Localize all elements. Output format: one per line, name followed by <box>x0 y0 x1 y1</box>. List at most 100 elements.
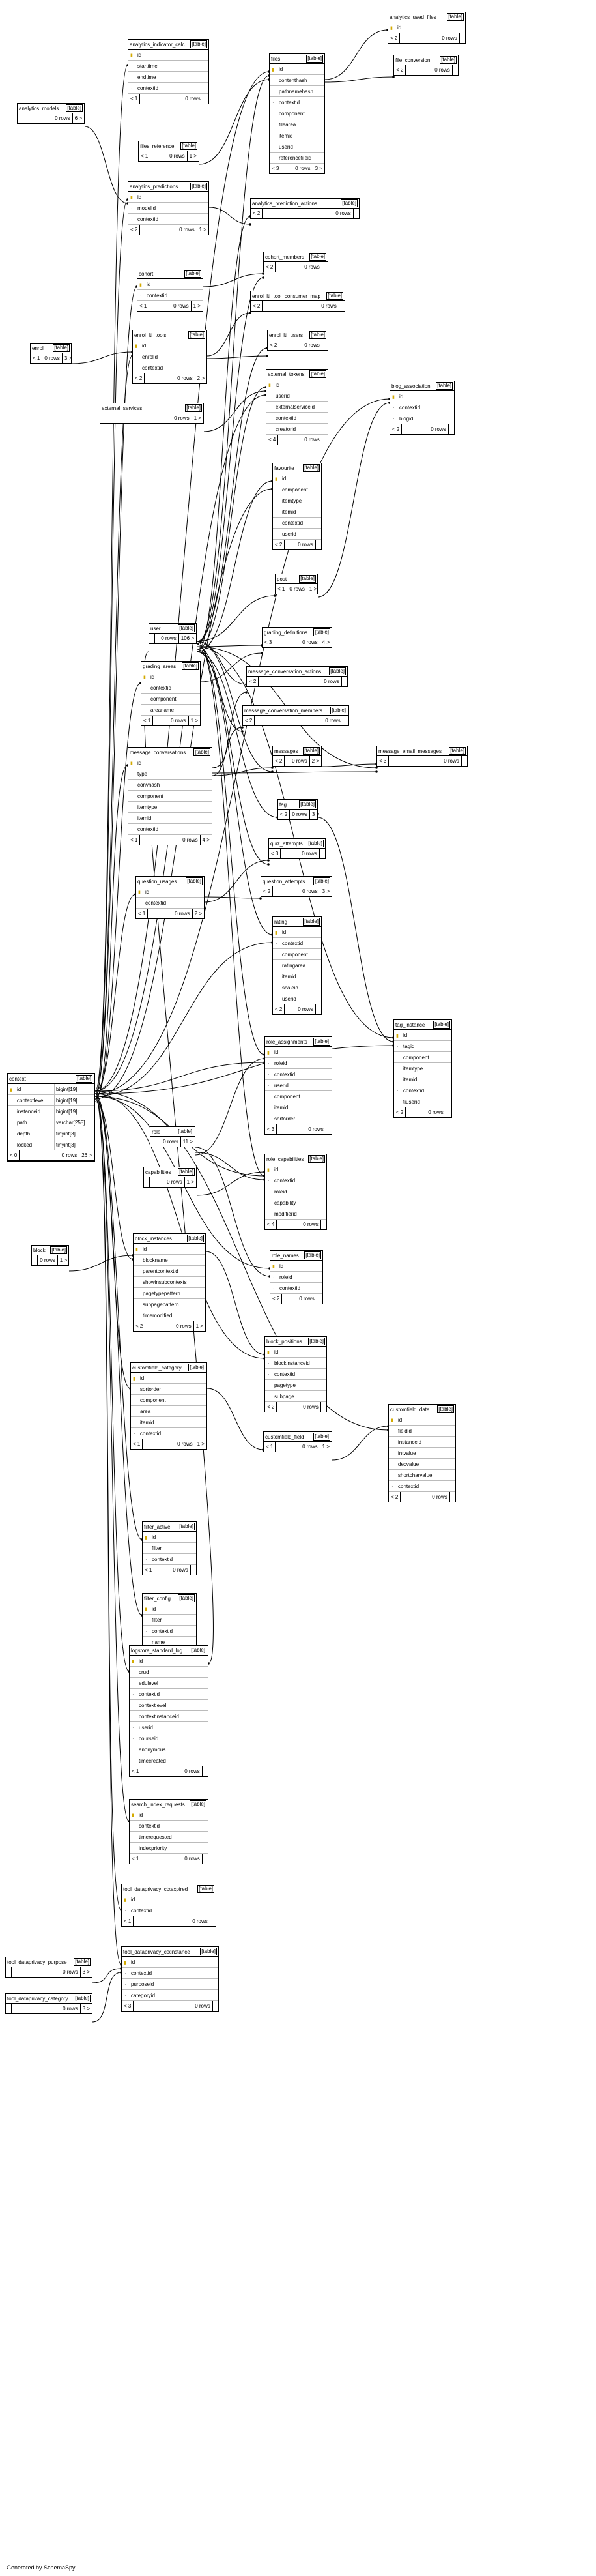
table-tool-dataprivacy-ctxinstance[interactable]: tool_dataprivacy_ctxinstance[table]▮id·c… <box>121 1946 219 2012</box>
column-row[interactable]: subpagepattern <box>134 1299 205 1310</box>
children-link[interactable] <box>342 677 347 686</box>
parents-link[interactable]: < 1 <box>128 94 141 104</box>
column-row[interactable]: component <box>131 1395 206 1406</box>
table-name[interactable]: external_tokens <box>268 371 305 377</box>
parents-link[interactable]: < 2 <box>388 33 401 43</box>
parents-link[interactable]: < 2 <box>264 262 276 272</box>
column-row[interactable]: itemtype <box>273 495 321 506</box>
column-row[interactable]: contenthash <box>270 75 324 86</box>
parents-link[interactable]: < 2 <box>390 424 403 434</box>
table-name[interactable]: question_attempts <box>263 878 305 885</box>
column-row[interactable]: component <box>265 1091 332 1102</box>
table-name[interactable]: message_conversation_members <box>244 707 323 714</box>
column-row[interactable]: ·parentcontextid <box>134 1266 205 1277</box>
children-link[interactable]: 3 > <box>322 888 330 894</box>
children-link[interactable]: 4 > <box>322 639 330 645</box>
column-row[interactable]: ·creatorid <box>266 424 328 435</box>
column-row[interactable]: ·tagid <box>394 1041 451 1052</box>
children-link[interactable]: 4 > <box>202 837 210 843</box>
column-row[interactable]: ·contextid <box>131 1428 206 1439</box>
children-link[interactable] <box>450 1492 455 1502</box>
column-row[interactable]: component <box>141 694 200 705</box>
column-row[interactable]: convhash <box>128 780 212 791</box>
table-name[interactable]: customfield_field <box>265 1433 304 1440</box>
table-name[interactable]: user <box>150 625 161 632</box>
column-row[interactable]: showinsubcontexts <box>134 1277 205 1288</box>
column-row[interactable]: ·blockname <box>134 1255 205 1266</box>
column-row[interactable]: sortorder <box>131 1384 206 1395</box>
table-name[interactable]: capabilities <box>145 1169 171 1175</box>
children-link[interactable]: 1 > <box>193 303 201 309</box>
column-row[interactable]: pagetypepattern <box>134 1288 205 1299</box>
table-name[interactable]: analytics_models <box>19 105 59 111</box>
table-name[interactable]: block_instances <box>135 1235 172 1242</box>
table-name[interactable]: messages <box>274 748 298 754</box>
children-link[interactable] <box>191 1565 196 1575</box>
table-name[interactable]: analytics_used_files <box>390 14 436 20</box>
table-block-instances[interactable]: block_instances[table]▮id·blockname·pare… <box>133 1233 206 1332</box>
parents-link[interactable]: < 0 <box>8 1150 20 1160</box>
parents-link[interactable]: < 2 <box>251 301 263 311</box>
parents-link[interactable]: < 2 <box>278 810 291 819</box>
column-row[interactable]: ▮id <box>128 757 212 768</box>
column-row[interactable]: ▮id <box>128 192 208 203</box>
children-link[interactable]: 26 > <box>81 1152 92 1158</box>
column-row[interactable]: instanceid <box>389 1437 455 1448</box>
children-link[interactable] <box>321 1402 326 1412</box>
column-row[interactable]: ·fieldid <box>389 1426 455 1437</box>
column-row[interactable]: ·contextid <box>136 898 204 909</box>
column-row[interactable]: ·userid <box>265 1080 332 1091</box>
column-row[interactable]: ·contextid <box>128 83 208 94</box>
table-enrol-lti-tools[interactable]: enrol_lti_tools[table]▮id·enrolid·contex… <box>132 330 207 384</box>
column-row[interactable]: ·contextid <box>265 1069 332 1080</box>
column-row[interactable]: ▮id <box>122 1894 216 1905</box>
column-row[interactable]: ·contextid <box>266 413 328 424</box>
children-link[interactable] <box>339 301 345 311</box>
children-link[interactable] <box>446 1107 451 1117</box>
children-link[interactable] <box>316 1004 321 1014</box>
column-row[interactable]: ·userid <box>270 141 324 153</box>
parents-link[interactable] <box>6 2004 12 2013</box>
column-row[interactable]: ·contextid <box>122 1905 216 1916</box>
column-row[interactable]: ▮id <box>133 340 206 351</box>
parents-link[interactable]: < 2 <box>273 540 285 549</box>
children-link[interactable]: 106 > <box>180 636 194 641</box>
column-row[interactable]: ▮id <box>134 1244 205 1255</box>
column-row[interactable]: component <box>273 949 321 960</box>
column-row[interactable]: area <box>131 1406 206 1417</box>
table-name[interactable]: filter_config <box>144 1595 171 1602</box>
children-link[interactable]: 6 > <box>74 115 82 121</box>
column-row[interactable]: ▮id <box>143 1532 196 1543</box>
column-row[interactable]: itemid <box>394 1074 451 1085</box>
parents-link[interactable]: < 3 <box>377 756 390 766</box>
parents-link[interactable]: < 1 <box>130 1854 142 1864</box>
parents-link[interactable]: < 1 <box>141 716 154 725</box>
children-link[interactable]: 3 > <box>82 2006 90 2012</box>
column-row[interactable]: ·blogid <box>390 413 454 424</box>
column-row[interactable]: subpage <box>265 1391 326 1402</box>
children-link[interactable]: 3 > <box>315 166 322 171</box>
column-row[interactable]: ▮id <box>390 391 454 402</box>
column-row[interactable]: ·modifierid <box>265 1208 326 1220</box>
parents-link[interactable]: < 1 <box>31 353 43 363</box>
table-name[interactable]: analytics_prediction_actions <box>252 200 318 207</box>
children-link[interactable] <box>354 209 359 218</box>
column-row[interactable]: ·userid <box>130 1722 208 1733</box>
children-link[interactable] <box>449 424 454 434</box>
parents-link[interactable]: < 1 <box>139 151 151 161</box>
parents-link[interactable]: < 2 <box>265 1402 277 1412</box>
parents-link[interactable]: < 3 <box>265 1124 277 1134</box>
parents-link[interactable]: < 2 <box>243 716 255 725</box>
